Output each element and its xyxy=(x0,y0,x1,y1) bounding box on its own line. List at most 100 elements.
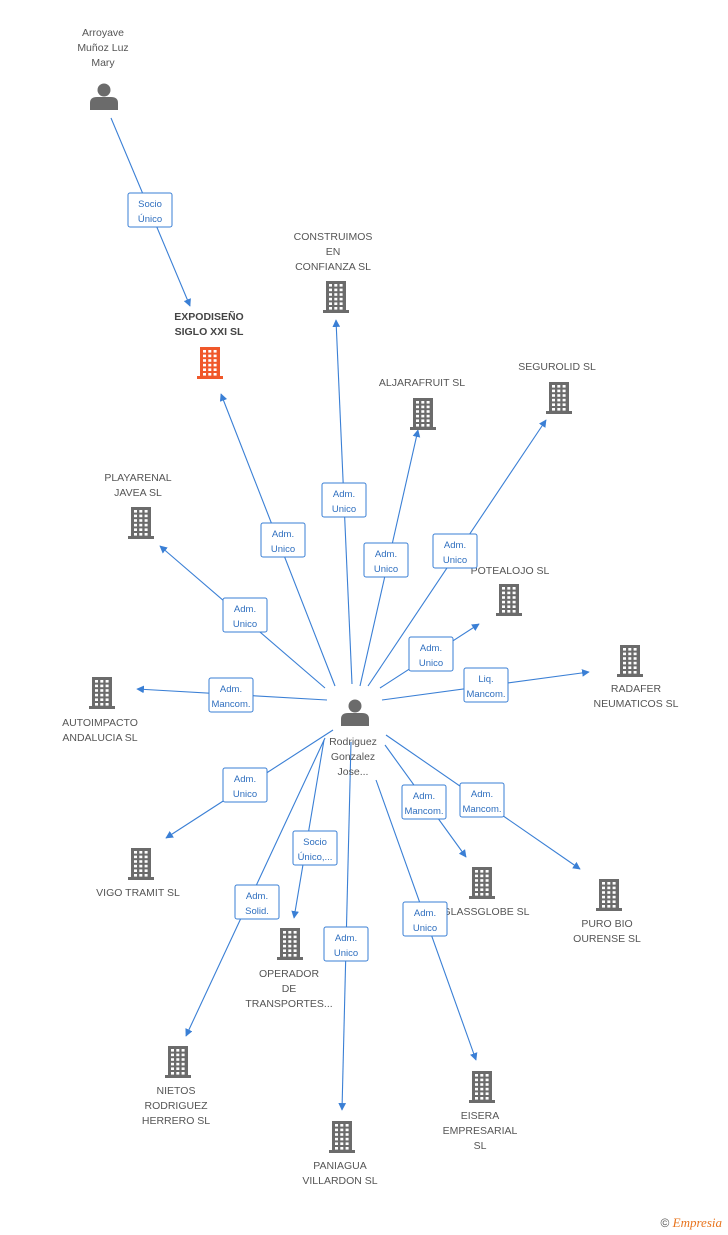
building-window xyxy=(144,869,148,872)
edge-label-box[interactable] xyxy=(323,926,369,962)
node-label-segurolid: SEGUROLID SL xyxy=(518,361,596,373)
building-icon[interactable] xyxy=(469,1071,495,1103)
node-label-eisera: EMPRESARIAL xyxy=(443,1125,518,1137)
building-window xyxy=(176,1058,180,1061)
edge-label-box[interactable] xyxy=(292,830,338,866)
edge-label-nietos[interactable]: Adm.Solid. xyxy=(234,884,280,920)
building-window xyxy=(562,403,566,406)
node-label-construimos: CONFIANZA SL xyxy=(295,261,371,273)
building-icon[interactable] xyxy=(323,281,349,313)
building-window xyxy=(283,944,286,948)
edge-label-box[interactable] xyxy=(432,533,478,569)
building-window xyxy=(602,900,605,903)
building-window xyxy=(134,874,137,877)
building-window xyxy=(502,610,505,613)
edge-label-box[interactable] xyxy=(463,667,509,703)
edge-label-box[interactable] xyxy=(208,677,254,713)
focus-building-icon[interactable] xyxy=(197,347,223,379)
building-window xyxy=(334,307,338,310)
building-window xyxy=(507,600,511,604)
building-window xyxy=(203,363,206,367)
edge-label-box[interactable] xyxy=(459,782,505,818)
edge-label-eisera[interactable]: Adm.Unico xyxy=(402,901,448,937)
edge-label-box[interactable] xyxy=(222,597,268,633)
edge-label-text: Adm. xyxy=(234,604,256,615)
building-window xyxy=(134,523,137,527)
edge-label-radafer[interactable]: Liq.Mancom. xyxy=(463,667,509,703)
building-window xyxy=(507,587,511,590)
edge-label-glassglobe[interactable]: Adm.Mancom. xyxy=(401,784,447,820)
building-window xyxy=(480,1087,484,1091)
building-icon[interactable] xyxy=(329,1121,355,1153)
edge-label-box[interactable] xyxy=(234,884,280,920)
building-window xyxy=(288,949,292,952)
edge-label-operador[interactable]: SocioÚnico,... xyxy=(292,830,338,866)
edge-label-box[interactable] xyxy=(401,784,447,820)
building-window xyxy=(105,680,109,683)
building-icon[interactable] xyxy=(277,928,303,960)
edge-label-box[interactable] xyxy=(222,767,268,803)
building-window xyxy=(293,954,297,957)
building-icon[interactable] xyxy=(165,1046,191,1078)
edge-label-construimos[interactable]: Adm.Unico xyxy=(321,482,367,518)
building-window xyxy=(485,1097,489,1100)
edge-label-autoimpacto[interactable]: Adm.Mancom. xyxy=(208,677,254,713)
edge-label-text: Unico xyxy=(413,923,437,934)
edge-label-text: Adm. xyxy=(234,774,256,785)
edge-label-box[interactable] xyxy=(402,901,448,937)
building-window xyxy=(628,657,632,660)
building-icon[interactable] xyxy=(89,677,115,709)
building-icon[interactable] xyxy=(546,382,572,414)
edge-label-vigo[interactable]: Adm.Unico xyxy=(222,767,268,803)
building-window xyxy=(557,398,561,402)
building-window xyxy=(339,288,343,292)
building-window xyxy=(340,1147,344,1150)
edge-label-text: Liq. xyxy=(478,674,493,685)
edge-label-expodiseno[interactable]: Adm.Unico xyxy=(260,522,306,558)
building-icon[interactable] xyxy=(128,848,154,880)
building-window xyxy=(426,414,430,418)
edge-label-potealojo[interactable]: Adm.Unico xyxy=(408,636,454,672)
building-icon[interactable] xyxy=(410,398,436,430)
building-icon[interactable] xyxy=(469,867,495,899)
node-label-playarenal: JAVEA SL xyxy=(114,487,162,499)
building-window xyxy=(421,419,425,422)
edge-label-text: Unico xyxy=(374,564,398,575)
empresia-logo[interactable]: Empresia xyxy=(672,1215,722,1230)
building-window xyxy=(176,1067,180,1070)
building-icon[interactable] xyxy=(617,645,643,677)
building-window xyxy=(134,864,137,868)
edge-label-segurolid[interactable]: Adm.Unico xyxy=(432,533,478,569)
edge-label-box[interactable] xyxy=(408,636,454,672)
building-window xyxy=(213,363,217,367)
building-window xyxy=(105,703,109,706)
edge-label-text: Socio xyxy=(303,837,327,848)
building-window xyxy=(485,870,489,873)
edge-label-paniagua[interactable]: Adm.Unico xyxy=(323,926,369,962)
edge-label-purobio[interactable]: Adm.Mancom. xyxy=(459,782,505,818)
building-window xyxy=(480,1092,484,1095)
edge-label-aljarafruit[interactable]: Adm.Unico xyxy=(363,542,409,578)
building-window xyxy=(485,883,489,887)
building-window xyxy=(208,350,212,353)
building-window xyxy=(340,1142,344,1145)
edge-label-playarenal[interactable]: Adm.Unico xyxy=(222,597,268,633)
person-icon[interactable] xyxy=(90,83,118,111)
node-label-arroyave: Muñoz Luz xyxy=(77,42,128,54)
building-window xyxy=(329,302,332,305)
edge-label-box[interactable] xyxy=(260,522,306,558)
building-icon[interactable] xyxy=(596,879,622,911)
building-icon[interactable] xyxy=(128,507,154,539)
edge-label-box[interactable] xyxy=(321,482,367,518)
edge-label-box[interactable] xyxy=(127,192,173,228)
building-window xyxy=(416,410,419,413)
building-window xyxy=(421,424,425,427)
person-icon[interactable] xyxy=(341,699,369,727)
edge-label-text: Mancom. xyxy=(211,699,250,710)
node-label-construimos: EN xyxy=(326,246,341,258)
building-window xyxy=(562,389,566,393)
building-icon[interactable] xyxy=(496,584,522,616)
edge-label-box[interactable] xyxy=(363,542,409,578)
building-window xyxy=(335,1128,338,1132)
